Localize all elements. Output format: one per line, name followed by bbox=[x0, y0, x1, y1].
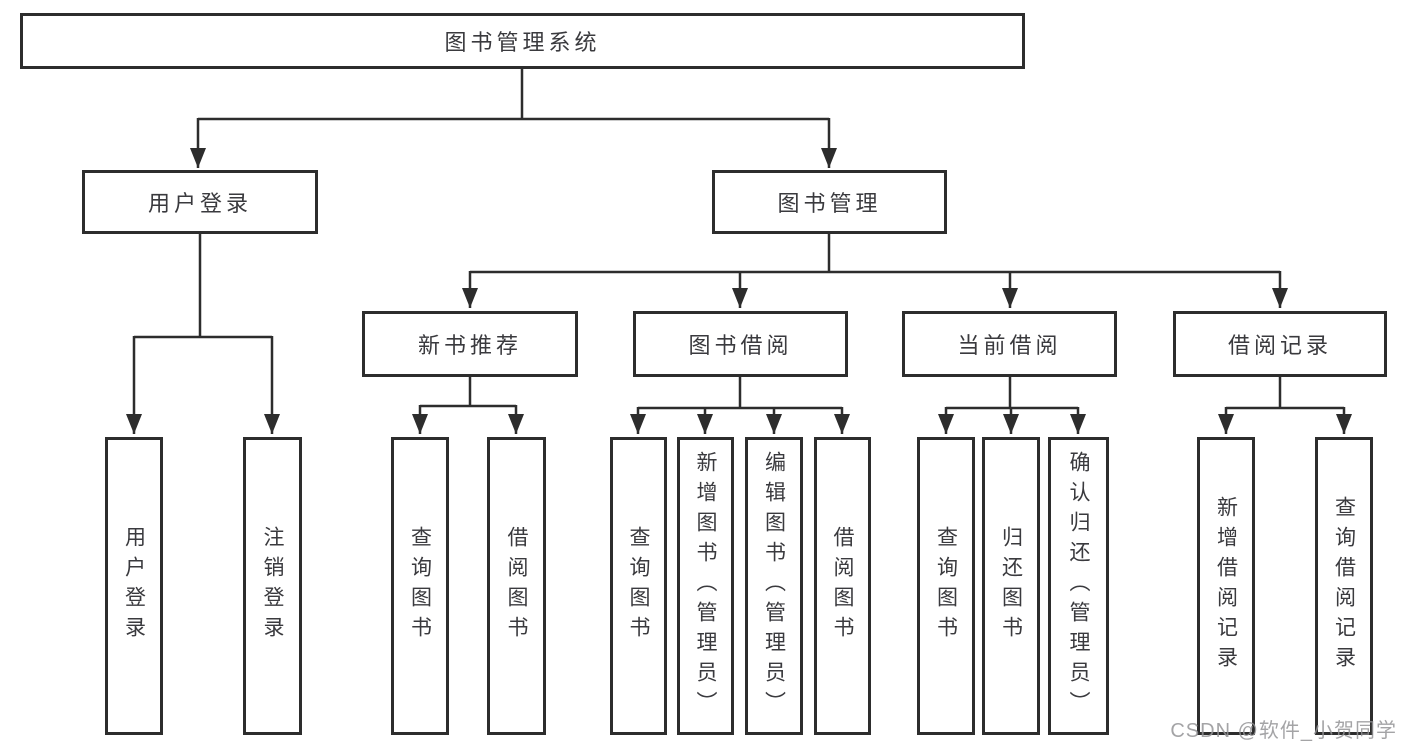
leaf-logout: 注销登录 bbox=[243, 437, 302, 735]
leaf-user-login-label: 用户登录 bbox=[122, 526, 146, 646]
leaf-current-return-books-label: 归还图书 bbox=[999, 526, 1023, 646]
node-book-borrow: 图书借阅 bbox=[633, 311, 848, 377]
leaf-current-query-books-label: 查询图书 bbox=[934, 526, 958, 646]
leaf-recommend-borrow-books-label: 借阅图书 bbox=[505, 526, 528, 646]
csdn-watermark: CSDN @软件_小贺同学 bbox=[1170, 720, 1397, 742]
leaf-records-query-record: 查询借阅记录 bbox=[1315, 437, 1373, 735]
leaf-borrow-query-books-label: 查询图书 bbox=[627, 526, 650, 646]
node-current-borrow: 当前借阅 bbox=[902, 311, 1117, 377]
leaf-records-query-record-label: 查询借阅记录 bbox=[1332, 496, 1356, 676]
node-book-management: 图书管理 bbox=[712, 170, 947, 234]
leaf-records-add-record-label: 新增借阅记录 bbox=[1214, 496, 1238, 676]
node-user-login: 用户登录 bbox=[82, 170, 318, 234]
leaf-current-return-books: 归还图书 bbox=[982, 437, 1040, 735]
leaf-current-query-books: 查询图书 bbox=[917, 437, 975, 735]
leaf-borrow-borrow-books: 借阅图书 bbox=[814, 437, 871, 735]
leaf-borrow-add-books-admin: 新增图书（管理员） bbox=[677, 437, 734, 735]
leaf-records-add-record: 新增借阅记录 bbox=[1197, 437, 1255, 735]
leaf-logout-label: 注销登录 bbox=[261, 526, 284, 646]
leaf-borrow-edit-books-admin: 编辑图书（管理员） bbox=[745, 437, 803, 735]
leaf-borrow-query-books: 查询图书 bbox=[610, 437, 667, 735]
node-new-book-recommend: 新书推荐 bbox=[362, 311, 578, 377]
leaf-user-login: 用户登录 bbox=[105, 437, 163, 735]
leaf-recommend-borrow-books: 借阅图书 bbox=[487, 437, 546, 735]
leaf-current-confirm-return-admin: 确认归还（管理员） bbox=[1048, 437, 1109, 735]
node-library-management-system: 图书管理系统 bbox=[20, 13, 1025, 69]
leaf-current-confirm-return-admin-label: 确认归还（管理员） bbox=[1067, 451, 1090, 721]
leaf-recommend-query-books-label: 查询图书 bbox=[408, 526, 432, 646]
leaf-borrow-borrow-books-label: 借阅图书 bbox=[831, 526, 854, 646]
leaf-borrow-add-books-admin-label: 新增图书（管理员） bbox=[694, 451, 717, 721]
node-borrow-records: 借阅记录 bbox=[1173, 311, 1387, 377]
leaf-borrow-edit-books-admin-label: 编辑图书（管理员） bbox=[762, 451, 786, 721]
leaf-recommend-query-books: 查询图书 bbox=[391, 437, 449, 735]
